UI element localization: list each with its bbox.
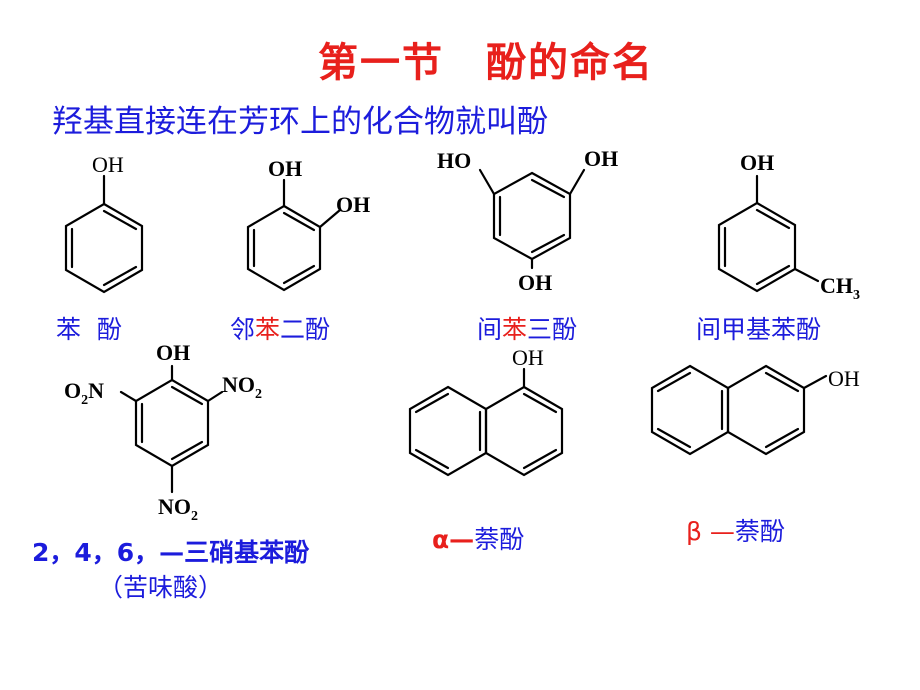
catechol-oh1-label: OH <box>268 156 302 181</box>
phenol-definition: 羟基直接连在芳环上的化合物就叫酚 <box>52 104 548 140</box>
picric-oh-label: OH <box>156 340 190 365</box>
phloroglucinol-name: 间苯三酚 <box>477 310 577 346</box>
phloroglucinol-oh2-label: OH <box>518 270 552 295</box>
phloroglucinol-name-post: 三酚 <box>527 315 578 344</box>
picric-no2-bottom-label: NO2 <box>158 494 198 524</box>
phloroglucinol-name-benzene: 苯 <box>502 315 528 344</box>
alpha-prefix: α— <box>432 525 475 554</box>
beta-naphthol-structure <box>650 364 828 456</box>
picric-acid-structure <box>119 364 224 494</box>
picric-no2-bottom-subscript: 2 <box>191 509 198 524</box>
catechol-name-benzene: 苯 <box>255 315 281 344</box>
phenol-oh-label: OH <box>92 152 124 177</box>
phloroglucinol-oh1-label: OH <box>584 146 618 171</box>
cresol-ch-text: CH <box>820 273 853 298</box>
cresol-ch3-label: CH3 <box>820 273 860 303</box>
picric-o2n-o: O <box>64 378 81 403</box>
alpha-naphthol-oh-label: OH <box>512 345 544 370</box>
picric-no2-bottom-no: NO <box>158 494 191 519</box>
picric-o2n-n: N <box>88 378 104 403</box>
alpha-naphthol-name-text: 萘酚 <box>474 525 525 554</box>
catechol-oh2-label: OH <box>336 192 370 217</box>
phloroglucinol-structure <box>478 168 586 270</box>
cresol-ch3-subscript: 3 <box>853 288 860 303</box>
beta-prefix: β — <box>686 517 735 546</box>
m-cresol-name: 间甲基苯酚 <box>696 315 822 344</box>
phenol-structure <box>64 174 144 294</box>
picric-acid-alias: （苦味酸） <box>98 573 224 602</box>
phloroglucinol-ho-label: HO <box>437 148 471 173</box>
catechol-name-post: 二酚 <box>280 315 331 344</box>
alpha-naphthol-name: α—萘酚 <box>432 520 524 556</box>
catechol-name-pre: 邻 <box>230 315 256 344</box>
beta-naphthol-name-text: 萘酚 <box>734 517 785 546</box>
catechol-name: 邻苯二酚 <box>230 310 330 346</box>
slide-title: 第一节 酚的命名 <box>318 40 654 86</box>
alpha-naphthol-structure <box>408 367 564 477</box>
picric-no2-right-subscript: 2 <box>255 387 262 402</box>
picric-no2-right-label: NO2 <box>222 372 262 402</box>
picric-no2-right-no: NO <box>222 372 255 397</box>
beta-naphthol-name: β —萘酚 <box>686 512 785 548</box>
cresol-oh-label: OH <box>740 150 774 175</box>
beta-naphthol-oh-label: OH <box>828 366 860 391</box>
picric-o2n-label: O2N <box>64 378 104 408</box>
catechol-structure <box>246 178 342 292</box>
picric-acid-name: 2，4，6，—三硝基苯酚 <box>32 538 310 567</box>
picric-o2n-subscript: 2 <box>81 393 88 408</box>
phenol-name: 苯 酚 <box>56 315 122 344</box>
m-cresol-structure <box>717 174 820 293</box>
phloroglucinol-name-pre: 间 <box>477 315 503 344</box>
